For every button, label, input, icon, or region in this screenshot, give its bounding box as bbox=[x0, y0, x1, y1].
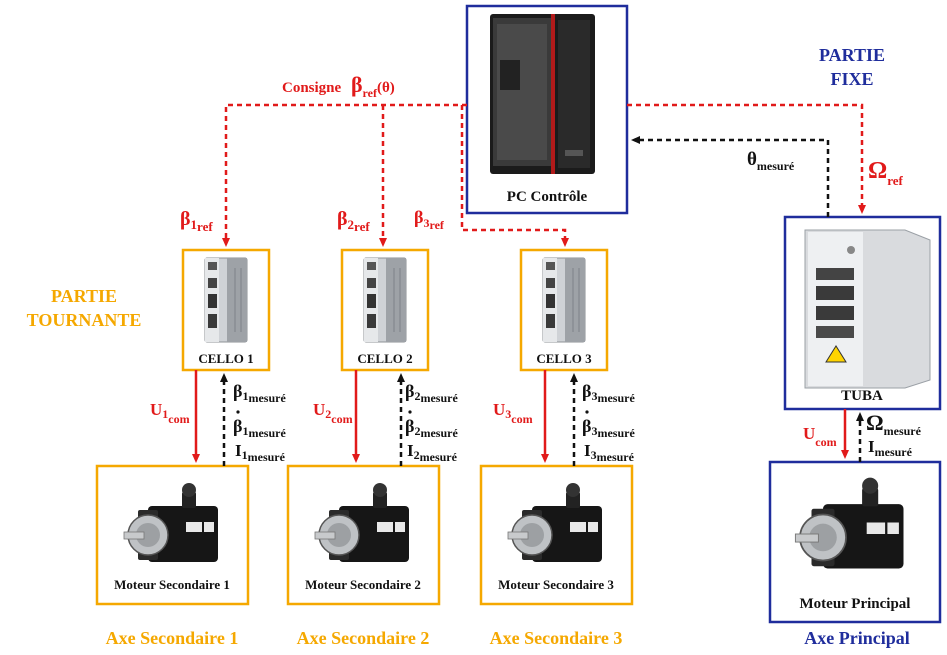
svg-text:I1mesuré: I1mesuré bbox=[235, 441, 286, 464]
feedback-labels-1: β1mesuré β1mesuré I1mesuré bbox=[233, 381, 286, 464]
consigne-label: Consigne βref(θ) bbox=[282, 72, 395, 100]
svg-text:I2mesuré: I2mesuré bbox=[407, 441, 458, 464]
axe-sec1-label: Axe Secondaire 1 bbox=[106, 628, 239, 648]
u3-com-label: U3com bbox=[493, 400, 533, 426]
pc-tower-icon bbox=[490, 14, 595, 174]
svg-text:β3mesuré: β3mesuré bbox=[582, 381, 635, 405]
partie-tournante-line1: PARTIE bbox=[51, 286, 117, 306]
svg-text:β1mesuré: β1mesuré bbox=[233, 416, 286, 440]
consigne-theta: (θ) bbox=[377, 80, 395, 96]
tuba-caption: TUBA bbox=[841, 388, 883, 404]
svg-text:I3mesuré: I3mesuré bbox=[584, 441, 635, 464]
axe-sec3-label: Axe Secondaire 3 bbox=[490, 628, 623, 648]
u-com-principal-label: Ucom bbox=[803, 424, 837, 449]
svg-text:Imesuré: Imesuré bbox=[868, 437, 913, 459]
theta-mesure-label: θmesuré bbox=[747, 149, 795, 173]
svg-text:β3mesuré: β3mesuré bbox=[582, 416, 635, 440]
consigne-lines bbox=[222, 103, 866, 247]
moteur-sec3-caption: Moteur Secondaire 3 bbox=[498, 577, 614, 592]
beta3-ref-label: β3ref bbox=[414, 207, 445, 232]
command-lines bbox=[192, 370, 849, 463]
cello1-caption: CELLO 1 bbox=[198, 351, 253, 366]
svg-text:β1mesuré: β1mesuré bbox=[233, 381, 286, 405]
power-drive-icon bbox=[804, 229, 931, 389]
svg-text:β2mesuré: β2mesuré bbox=[405, 381, 458, 405]
beta1-ref-label: β1ref bbox=[180, 208, 213, 234]
moteur-sec2-box bbox=[286, 464, 441, 606]
svg-text:β2mesuré: β2mesuré bbox=[405, 416, 458, 440]
partie-fixe-line2: FIXE bbox=[830, 69, 873, 89]
consigne-word: Consigne bbox=[282, 80, 342, 96]
cello3-caption: CELLO 3 bbox=[536, 351, 592, 366]
axe-sec2-label: Axe Secondaire 2 bbox=[297, 628, 430, 648]
moteur-principal-caption: Moteur Principal bbox=[800, 596, 911, 612]
u2-com-label: U2com bbox=[313, 400, 353, 426]
partie-fixe-line1: PARTIE bbox=[819, 45, 885, 65]
consigne-ref: ref bbox=[363, 86, 378, 100]
pc-caption: PC Contrôle bbox=[507, 189, 588, 205]
moteur-sec2-caption: Moteur Secondaire 2 bbox=[305, 577, 421, 592]
consigne-beta: β bbox=[351, 72, 363, 97]
cello2-caption: CELLO 2 bbox=[357, 351, 412, 366]
feedback-labels-2: β2mesuré β2mesuré I2mesuré bbox=[405, 381, 458, 464]
theta-feedback-line bbox=[631, 136, 830, 217]
feedback-labels-principal: Ωmesuré Imesuré bbox=[866, 410, 922, 459]
u1-com-label: U1com bbox=[150, 400, 190, 426]
omega-ref-label: Ωref bbox=[868, 158, 904, 188]
svg-text:Ωmesuré: Ωmesuré bbox=[866, 410, 922, 438]
axe-principal-label: Axe Principal bbox=[804, 628, 910, 648]
moteur-sec1-caption: Moteur Secondaire 1 bbox=[114, 577, 230, 592]
servo-drive-icon-2 bbox=[363, 257, 407, 343]
servo-drive-icon-1 bbox=[204, 257, 248, 343]
beta2-ref-label: β2ref bbox=[337, 208, 370, 234]
partie-tournante-line2: TOURNANTE bbox=[27, 310, 142, 330]
servo-drive-icon-3 bbox=[542, 257, 586, 343]
feedback-lines bbox=[220, 373, 864, 466]
feedback-labels-3: β3mesuré β3mesuré I3mesuré bbox=[582, 381, 635, 464]
